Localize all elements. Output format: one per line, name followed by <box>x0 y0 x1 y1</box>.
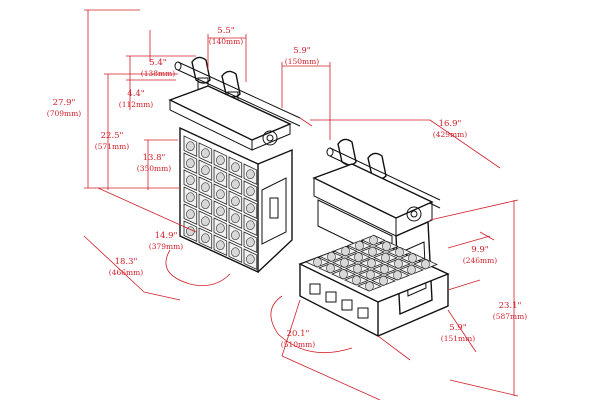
led-lens <box>201 233 210 243</box>
dim-label: 5.4" <box>149 58 167 68</box>
dimension-labels: 5.5" (140mm) 5.4" (138mm) 5.9" (150mm) 4… <box>47 26 527 349</box>
led-lens <box>246 186 255 196</box>
dim-label-metric: (151mm) <box>441 334 475 343</box>
led-lens <box>186 141 195 151</box>
dim-label: 5.9" <box>449 323 467 333</box>
dim-label-metric: (246mm) <box>463 256 497 265</box>
left-led-grid <box>183 135 258 271</box>
led-lens <box>186 158 195 168</box>
led-lens <box>231 213 240 223</box>
dim-label: 20.1" <box>287 329 310 339</box>
led-lens <box>355 240 364 251</box>
led-lens <box>365 281 374 292</box>
led-lens <box>352 275 361 286</box>
led-lens <box>366 269 375 280</box>
dim-label-metric: (350mm) <box>137 164 171 173</box>
led-lens <box>340 257 349 268</box>
led-lens <box>367 258 376 269</box>
dim-label-metric: (571mm) <box>95 142 129 151</box>
dim-label: 27.9" <box>53 98 76 108</box>
led-lens <box>341 246 350 257</box>
led-lens <box>246 237 255 247</box>
led-lens <box>369 235 378 246</box>
led-lens <box>201 216 210 226</box>
led-lens <box>231 230 240 240</box>
led-lens <box>395 247 404 258</box>
dim-label-metric: (587mm) <box>493 312 527 321</box>
led-lens <box>216 223 225 233</box>
led-lens <box>231 196 240 206</box>
dim-label: 16.9" <box>439 119 462 129</box>
right-fixture <box>298 138 450 338</box>
dim-label: 14.9" <box>155 231 178 241</box>
dim-label: 5.9" <box>293 46 311 56</box>
led-lens <box>201 182 210 192</box>
led-lens <box>231 179 240 189</box>
led-lens <box>379 275 388 286</box>
led-lens <box>393 270 402 281</box>
dim-label-metric: (112mm) <box>119 100 153 109</box>
dim-label-metric: (150mm) <box>285 57 319 66</box>
dim-label: 4.4" <box>127 89 145 99</box>
led-lens <box>327 251 336 262</box>
left-fixture <box>168 56 301 274</box>
led-lens <box>231 162 240 172</box>
led-lens <box>380 264 389 275</box>
led-lens <box>353 263 362 274</box>
led-lens <box>381 252 390 263</box>
led-lens <box>313 257 322 268</box>
led-lens <box>201 148 210 158</box>
right-led-grid <box>304 234 438 292</box>
dim-label-metric: (510mm) <box>281 340 315 349</box>
led-lens <box>354 252 363 263</box>
dim-label: 22.5" <box>101 131 124 141</box>
led-lens <box>186 209 195 219</box>
dim-label-metric: (140mm) <box>209 37 243 46</box>
dim-label-metric: (429mm) <box>433 130 467 139</box>
led-lens <box>201 199 210 209</box>
led-lens <box>368 246 377 257</box>
dim-label-metric: (466mm) <box>109 268 143 277</box>
led-lens <box>216 240 225 250</box>
dim-label: 9.9" <box>471 245 489 255</box>
led-lens <box>216 155 225 165</box>
led-lens <box>201 165 210 175</box>
dim-label-metric: (379mm) <box>149 242 183 251</box>
led-lens <box>339 269 348 280</box>
led-lens <box>186 192 195 202</box>
led-lens <box>421 259 430 270</box>
led-lens <box>231 247 240 257</box>
dim-label: 18.3" <box>115 257 138 267</box>
led-lens <box>382 241 391 252</box>
led-lens <box>216 189 225 199</box>
led-lens <box>394 258 403 269</box>
led-lens <box>216 172 225 182</box>
led-lens <box>246 203 255 213</box>
dim-label-metric: (138mm) <box>141 69 175 78</box>
led-lens <box>246 220 255 230</box>
led-lens <box>246 254 255 265</box>
led-lens <box>246 169 255 179</box>
led-lens <box>408 253 417 264</box>
led-lens <box>326 263 335 274</box>
led-lens <box>186 175 195 185</box>
led-lens <box>216 206 225 216</box>
dimension-lines <box>83 9 519 400</box>
led-lens <box>407 264 416 275</box>
dim-label: 13.8" <box>143 153 166 163</box>
dim-label-metric: (709mm) <box>47 109 81 118</box>
dim-label: 5.5" <box>217 26 235 36</box>
dim-label: 23.1" <box>499 301 522 311</box>
